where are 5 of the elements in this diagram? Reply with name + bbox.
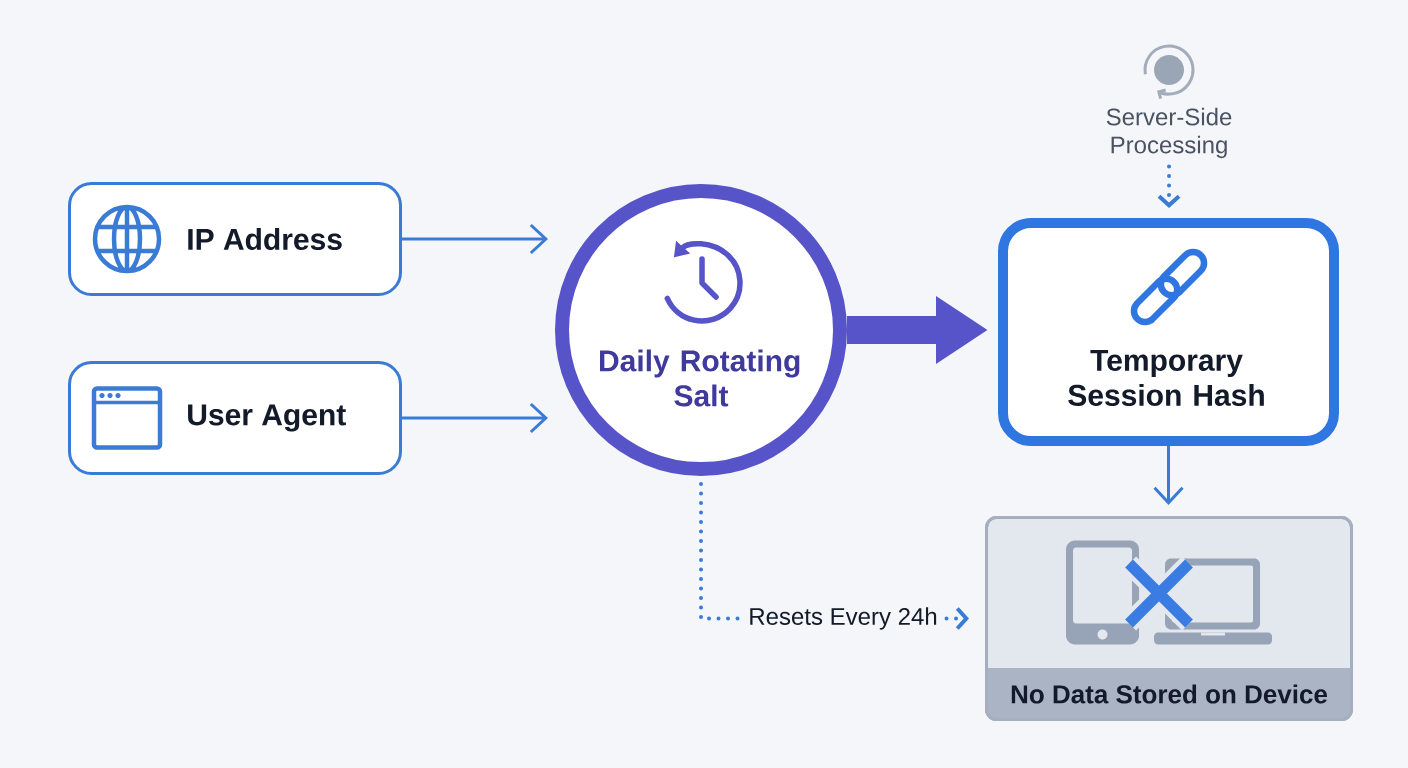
edge-label: Resets Every 24h	[742, 601, 944, 636]
process-box: Temporary Session Hash	[998, 218, 1339, 446]
caption-label: Server-Side Processing	[1106, 107, 1232, 159]
input-box: IP Address	[68, 182, 402, 296]
input-box: User Agent	[68, 361, 402, 475]
